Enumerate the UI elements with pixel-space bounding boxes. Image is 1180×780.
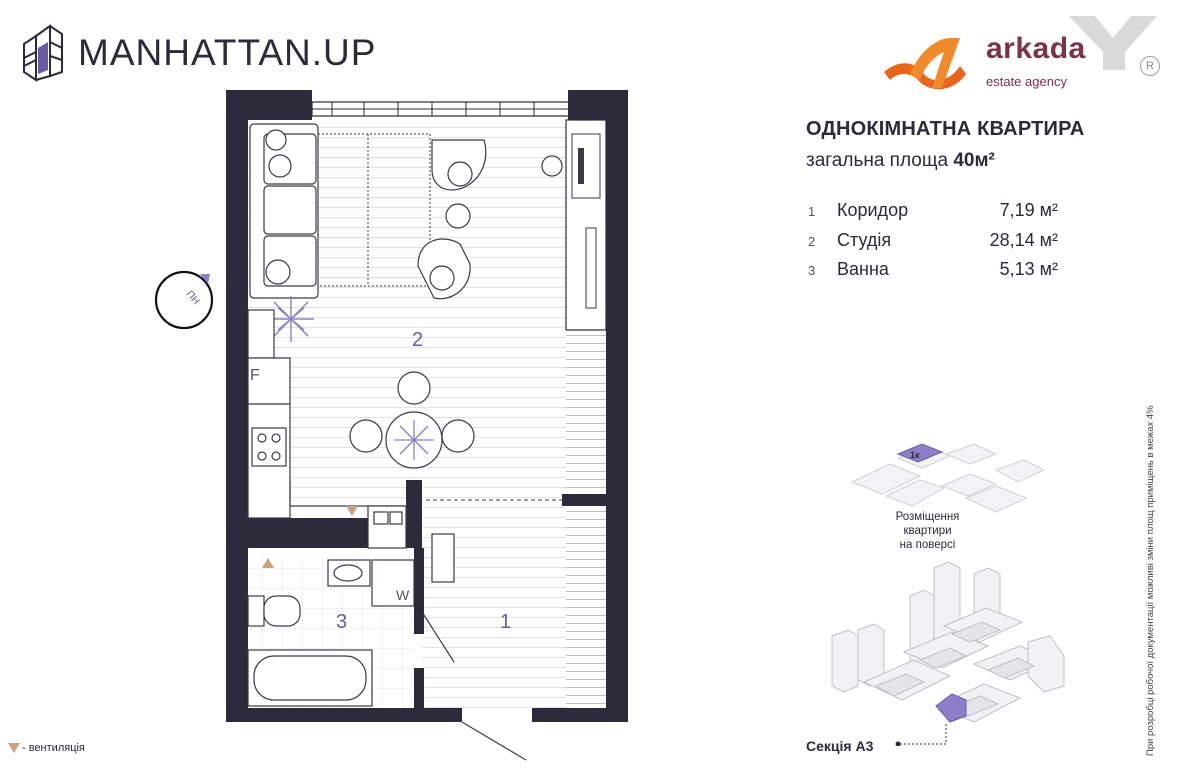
- building-complex-diagram: [831, 561, 1065, 746]
- monitor: [578, 148, 584, 184]
- compass-icon: ПН: [154, 270, 214, 330]
- room-name: Ванна: [837, 259, 889, 279]
- caption-line: Розміщення: [895, 511, 960, 523]
- caption-line: на поверсі: [899, 539, 956, 551]
- armchair: [431, 139, 487, 191]
- agency-name: arkada: [986, 32, 1086, 65]
- column-right: [565, 119, 607, 331]
- disclaimer: При розробці робочої документації можлив…: [1145, 405, 1156, 756]
- room-row: 1 Коридор 7,19 м²: [808, 200, 1058, 230]
- rug: [317, 133, 431, 287]
- caption-line: квартири: [903, 525, 952, 537]
- armchair: [417, 238, 471, 300]
- tv: [585, 227, 597, 309]
- room-number: 1: [808, 204, 816, 219]
- floor-placement-caption: Розміщення квартири на поверсі: [880, 510, 975, 552]
- room-list: 1 Коридор 7,19 м² 2 Студія 28,14 м² 3 Ва…: [808, 200, 1058, 289]
- room-area: 5,13 м²: [999, 259, 1058, 279]
- arkada-logo-icon: [884, 38, 966, 90]
- side-table: [445, 203, 471, 229]
- bath-door: [421, 611, 455, 663]
- washer-label: W: [396, 587, 410, 603]
- entry-door: [461, 721, 527, 761]
- area-label: загальна площа: [806, 150, 949, 171]
- toilet: [247, 595, 301, 627]
- room-area: 7,19 м²: [999, 200, 1058, 220]
- balcony-rail-upper: [566, 330, 606, 500]
- room-number: 2: [808, 233, 816, 249]
- room-name: Студія: [837, 229, 892, 250]
- section-label: Секція А3: [806, 738, 874, 754]
- corridor-bench: [431, 533, 455, 583]
- kitchen-sink: [367, 505, 407, 549]
- vent-legend: - вентиляція: [22, 742, 85, 754]
- room-label-3: 3: [336, 611, 347, 633]
- floor-plan: F W 2 3 1: [226, 90, 628, 761]
- floor-badge: 1к: [910, 450, 920, 460]
- apartment-title: ОДНОКІМНАТНА КВАРТИРА: [806, 118, 1085, 140]
- bathroom-sink: [327, 559, 371, 587]
- window-mullions: [331, 102, 535, 116]
- room-number: 3: [808, 263, 816, 278]
- vent-marker: [346, 506, 358, 516]
- room-label-1: 1: [500, 611, 511, 633]
- walls: [226, 90, 628, 722]
- room-name: Коридор: [837, 200, 909, 220]
- apartment-area: загальна площа 40м²: [806, 150, 995, 172]
- stove-icon: [251, 427, 287, 467]
- manhattan-logo-icon: [23, 24, 63, 82]
- vent-legend-icon: [8, 743, 20, 753]
- washer: [371, 559, 415, 607]
- room-area: 28,14 м²: [989, 229, 1058, 250]
- room-row: 3 Ванна 5,13 м²: [808, 259, 1058, 289]
- apartment-highlight: [896, 443, 944, 463]
- room-label-2: 2: [412, 329, 423, 351]
- vent-marker: [262, 558, 274, 568]
- desk-chair: [541, 155, 563, 177]
- brand-name: MANHATTAN.UP: [78, 32, 377, 73]
- section-leader: [900, 722, 947, 745]
- agency-mark-icon: [1069, 16, 1157, 70]
- plant-icon: [394, 420, 434, 460]
- agency-subtitle: estate agency: [986, 74, 1067, 89]
- fridge-label: F: [250, 367, 260, 384]
- balcony-rail-lower: [566, 508, 606, 708]
- kitchen-counter: [247, 309, 291, 519]
- registered-mark-icon: R: [1140, 56, 1160, 76]
- floor-placement-diagram: 1к: [850, 443, 1046, 513]
- room-row: 2 Студія 28,14 м²: [808, 230, 1058, 260]
- compass-label: ПН: [184, 289, 202, 307]
- desk: [571, 133, 601, 199]
- section-highlight: [935, 693, 967, 723]
- cushions: [265, 129, 292, 285]
- plant-icon: [268, 296, 314, 342]
- area-value: 40м²: [953, 150, 995, 171]
